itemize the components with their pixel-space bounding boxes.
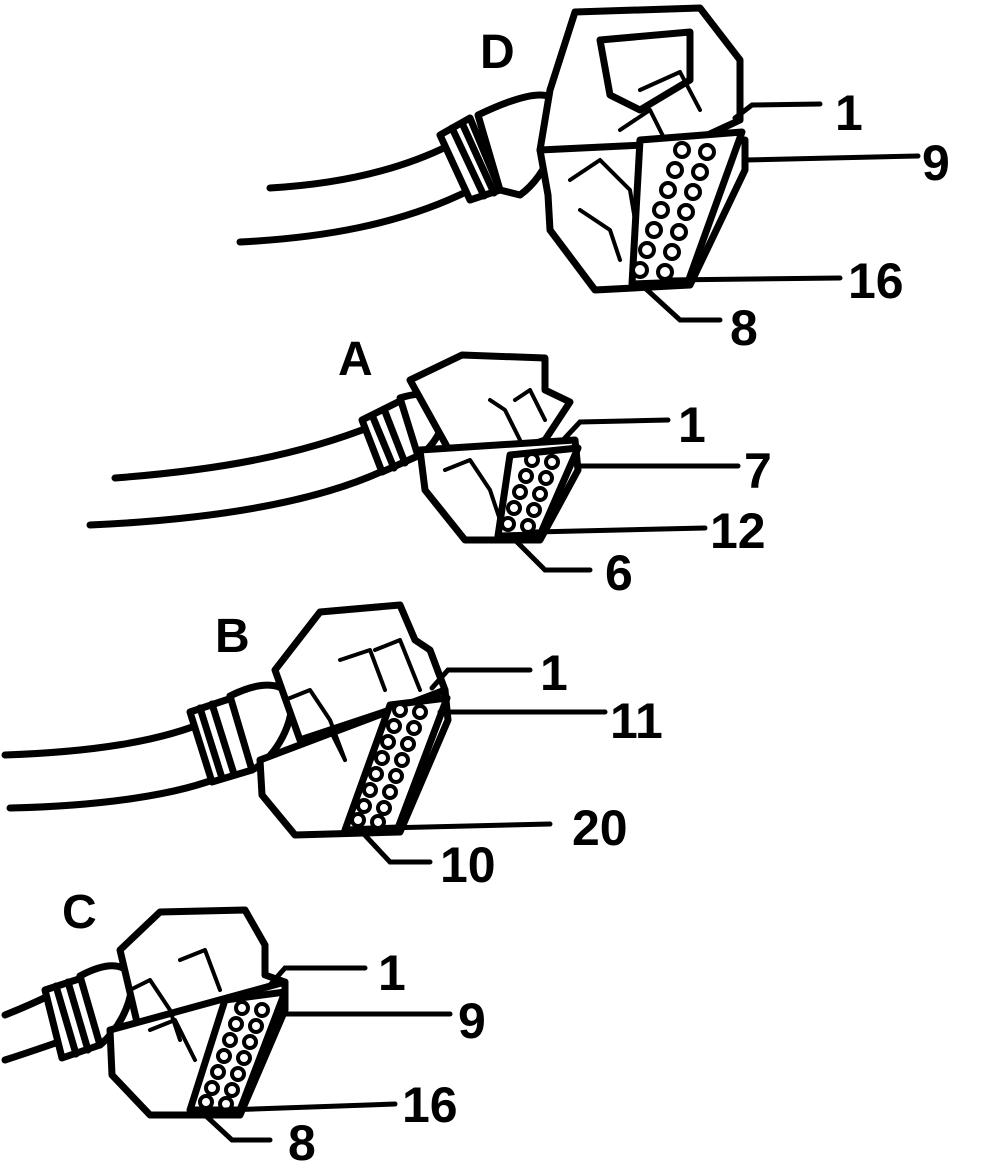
leader-lines-b	[359, 667, 608, 865]
pin-label-b-bottom-right: 20	[572, 800, 628, 856]
pin-row-c	[198, 1000, 270, 1112]
pin-label-c-top-left: 1	[378, 945, 406, 1001]
pin-label-c-top-right: 9	[458, 993, 486, 1049]
pin-label-d-bottom-left: 8	[730, 300, 758, 356]
pin-label-a-top-right: 7	[744, 443, 772, 499]
cable-b	[1, 681, 296, 812]
pin-row-b	[350, 702, 428, 830]
pin-label-c-bottom-right: 16	[402, 1077, 458, 1133]
pin-label-d-top-left: 1	[835, 85, 863, 141]
connector-a: A 1 7 12 6	[86, 333, 772, 601]
connector-b: B 1 11 20 10	[1, 601, 663, 893]
pin-row-a	[500, 452, 560, 534]
pin-label-a-bottom-right: 12	[710, 503, 766, 559]
pin-label-d-bottom-right: 16	[848, 253, 904, 309]
connector-d: D 1 9 16 8	[236, 4, 950, 356]
leader-lines-c	[202, 965, 453, 1143]
connector-b-label: B	[215, 610, 250, 663]
pin-label-b-bottom-left: 10	[440, 837, 496, 893]
connector-c-label: C	[62, 886, 97, 939]
connector-c: C 1 9 16 8	[1, 886, 486, 1166]
pin-label-b-top-right: 11	[610, 693, 663, 749]
pin-label-a-top-left: 1	[678, 397, 706, 453]
pin-label-a-bottom-left: 6	[605, 545, 633, 601]
pin-label-b-top-left: 1	[540, 645, 568, 701]
cable-d	[236, 91, 562, 246]
cable-a	[86, 390, 449, 529]
pin-label-d-top-right: 9	[922, 135, 950, 191]
connector-a-label: A	[338, 333, 373, 386]
connector-d-label: D	[480, 26, 515, 79]
leader-lines-d	[642, 101, 921, 323]
connector-body-a	[406, 351, 582, 544]
pin-row-d	[631, 141, 716, 281]
pin-label-c-bottom-left: 8	[288, 1115, 316, 1166]
leader-lines-a	[512, 417, 741, 573]
